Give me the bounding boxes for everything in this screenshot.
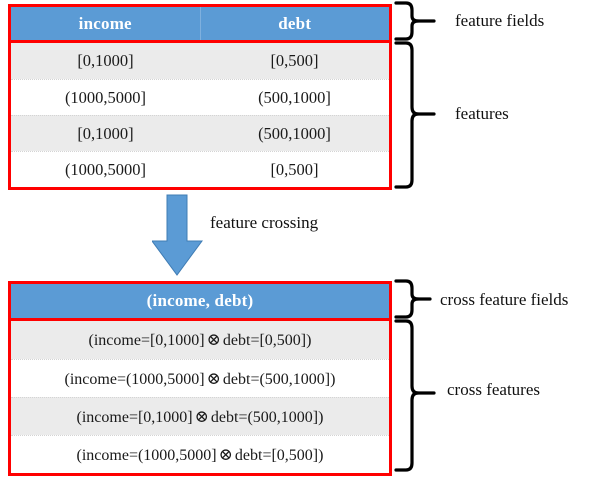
cross-left: (income=[0,1000] — [76, 408, 193, 426]
cross-left: (income=[0,1000] — [88, 332, 205, 349]
cross-feature-table-header-row: (income, debt) — [11, 284, 389, 321]
cross-right: debt=[0,500]) — [234, 446, 324, 464]
table-row: (income=[0,1000]⊗debt=(500,1000]) — [11, 397, 389, 435]
table-row: (1000,5000] [0,500] — [11, 151, 389, 187]
circled-times-icon: ⊗ — [218, 444, 233, 464]
cross-feature-table-header-income-debt: (income, debt) — [146, 291, 254, 310]
cell-income: (1000,5000] — [64, 87, 147, 107]
brace-feature-fields — [394, 1, 436, 41]
label-cross-feature-fields: cross feature fields — [440, 290, 569, 309]
cross-right: debt=(500,1000]) — [222, 370, 336, 388]
circled-times-icon: ⊗ — [206, 368, 221, 388]
cell-debt: (500,1000] — [258, 87, 331, 107]
cross-right: debt=[0,500]) — [222, 332, 312, 349]
label-feature-crossing: feature crossing — [210, 213, 319, 232]
cell-income: (1000,5000] — [64, 159, 147, 179]
cross-left: (income=(1000,5000] — [64, 370, 205, 388]
arrow-down-icon — [152, 194, 203, 276]
cell-income: [0,1000] — [77, 123, 134, 143]
cell-debt: [0,500] — [270, 159, 319, 179]
circled-times-icon: ⊗ — [206, 330, 221, 349]
feature-table-header-row: income debt — [11, 7, 389, 43]
cell-cross-feature: (income=(1000,5000]⊗debt=(500,1000]) — [11, 369, 389, 389]
table-row: (1000,5000] (500,1000] — [11, 79, 389, 115]
table-row: (income=(1000,5000]⊗debt=[0,500]) — [11, 435, 389, 473]
cell-debt: [0,500] — [270, 51, 319, 70]
cross-right: debt=(500,1000]) — [210, 408, 324, 426]
brace-cross-feature-fields — [394, 279, 432, 319]
cell-cross-feature: (income=[0,1000]⊗debt=(500,1000]) — [11, 407, 389, 427]
table-row: (income=[0,1000]⊗debt=[0,500]) — [11, 321, 389, 359]
cross-left: (income=(1000,5000] — [76, 446, 217, 464]
table-row: [0,1000] (500,1000] — [11, 115, 389, 151]
label-features: features — [455, 104, 509, 123]
cell-cross-feature: (income=[0,1000]⊗debt=[0,500]) — [11, 330, 389, 350]
cross-feature-table: (income, debt) (income=[0,1000]⊗debt=[0,… — [8, 281, 392, 476]
label-feature-fields: feature fields — [455, 11, 545, 30]
cell-income: [0,1000] — [77, 51, 134, 70]
cell-debt: (500,1000] — [258, 123, 331, 143]
circled-times-icon: ⊗ — [194, 406, 209, 426]
table-row: (income=(1000,5000]⊗debt=(500,1000]) — [11, 359, 389, 397]
feature-table: income debt [0,1000] [0,500] (1000,5000]… — [8, 4, 392, 190]
table-row: [0,1000] [0,500] — [11, 43, 389, 79]
cross-feature-table-body: (income=[0,1000]⊗debt=[0,500]) (income=(… — [11, 321, 389, 473]
feature-table-header-debt: debt — [199, 7, 390, 40]
feature-table-body: [0,1000] [0,500] (1000,5000] (500,1000] … — [11, 43, 389, 187]
label-cross-features: cross features — [447, 380, 540, 399]
brace-features — [394, 41, 436, 189]
brace-cross-features — [394, 319, 436, 472]
cell-cross-feature: (income=(1000,5000]⊗debt=[0,500]) — [11, 445, 389, 465]
feature-table-header-income: income — [78, 13, 132, 33]
